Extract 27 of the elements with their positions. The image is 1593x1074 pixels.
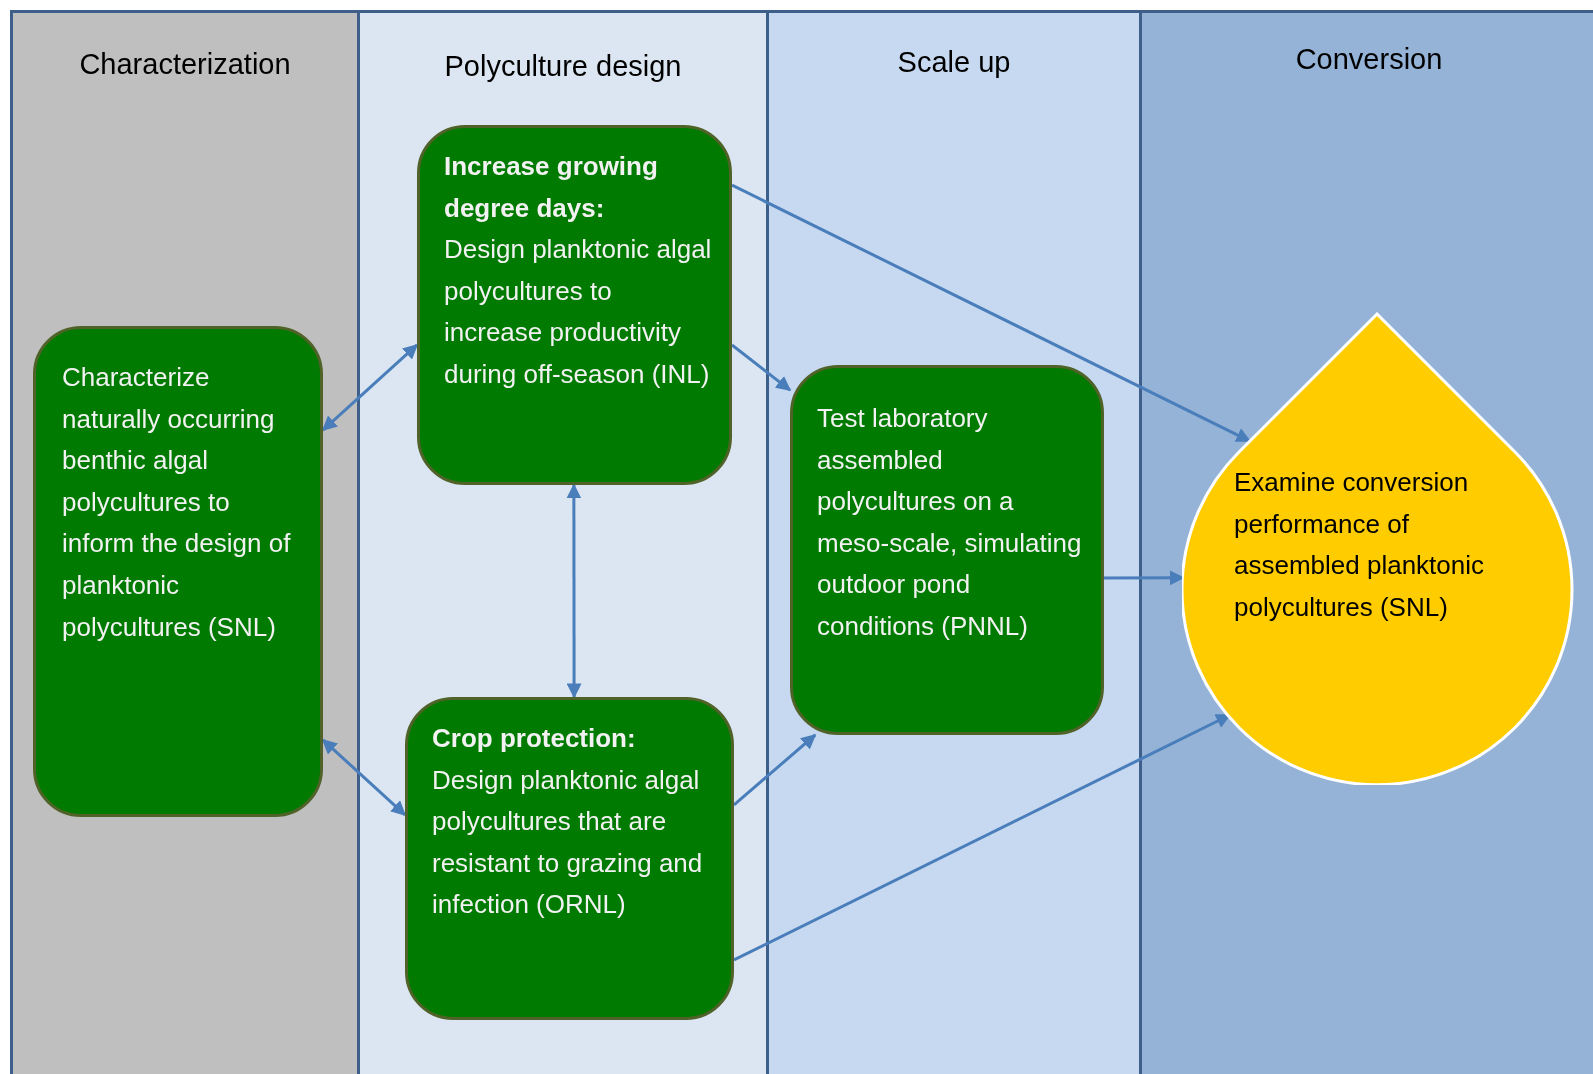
lane-title: Characterization — [78, 48, 292, 81]
lane-title: Conversion — [1294, 43, 1444, 76]
box-text: Design planktonic algal polycultures that are resistant to grazing and infection (ORNL) — [432, 763, 704, 922]
process-box — [405, 697, 734, 1020]
arrow — [1104, 570, 1185, 586]
swimlane — [357, 10, 769, 1074]
lane-title: Scale up — [896, 46, 1012, 79]
box-text: Test laboratory assembled polycultures on a meso-scale, simulating outdoor pond conditions (PNNL) — [817, 402, 1083, 643]
process-box — [417, 125, 732, 485]
box-text: Characterize naturally occurring benthic algal polycultures to inform the design of planktonic polycultures (SNL) — [62, 361, 292, 644]
arrow — [321, 738, 407, 816]
box-heading: Increase growing degree days: — [444, 150, 659, 225]
box-heading: Crop protection: — [432, 722, 637, 755]
drop-text: Examine conversion performance of assembled planktonic polycultures (SNL) — [1234, 466, 1486, 624]
arrow — [321, 343, 419, 432]
arrow — [731, 183, 1252, 443]
drop-shape — [1182, 312, 1574, 785]
box-text: Design planktonic algal polycultures to increase productivity during off-season (INL) — [444, 233, 713, 391]
arrow — [731, 343, 792, 392]
swimlane — [766, 10, 1142, 1074]
lane-title: Polyculture design — [443, 50, 683, 83]
swimlane — [1139, 10, 1593, 1074]
swimlane — [10, 10, 360, 1074]
arrow — [733, 733, 817, 806]
process-box — [33, 326, 323, 817]
process-box — [790, 365, 1104, 735]
arrow — [566, 483, 582, 699]
